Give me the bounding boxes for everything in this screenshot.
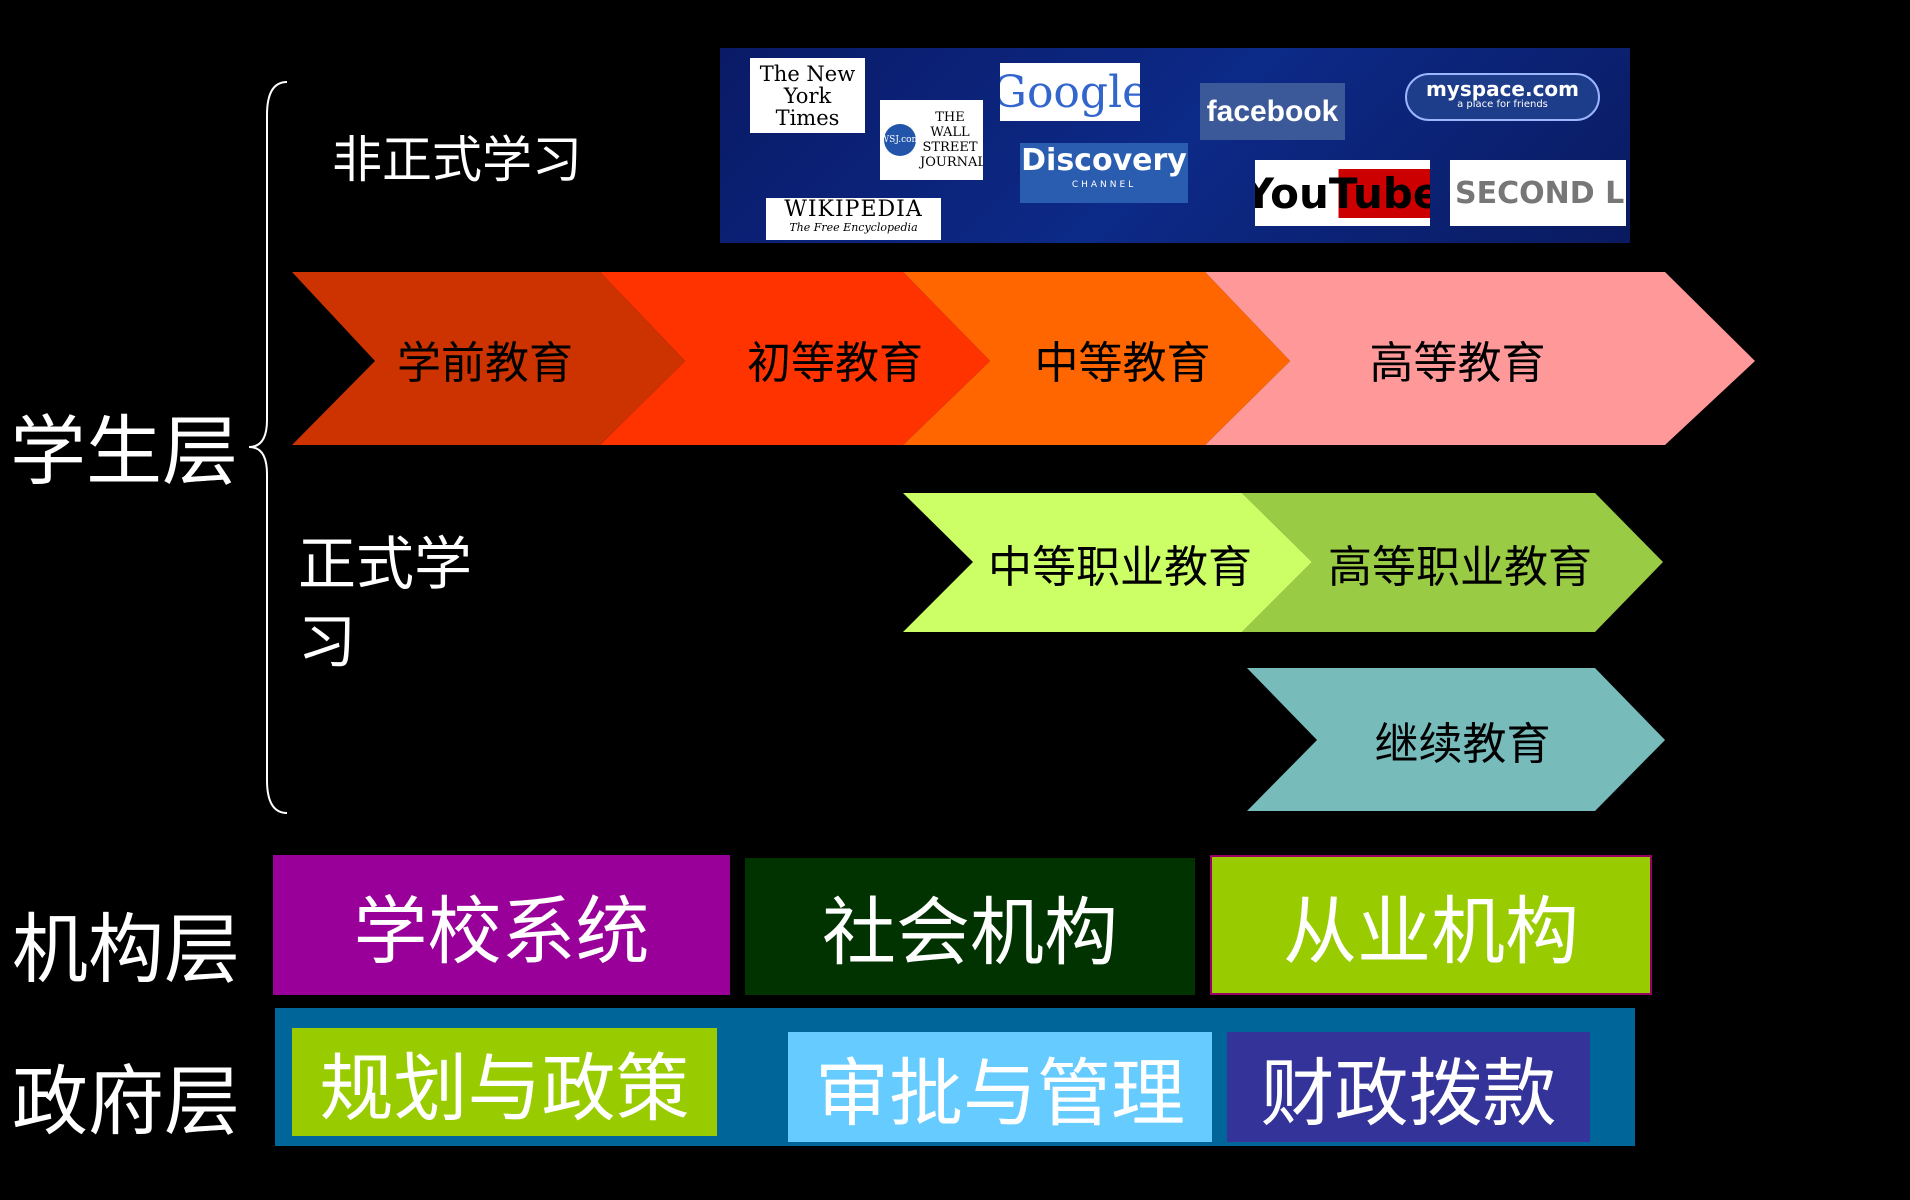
facebook-logo: facebook: [1200, 83, 1345, 140]
social-institutions-box: 社会机构: [745, 858, 1195, 995]
discovery-logo: Discovery CHANNEL: [1020, 143, 1188, 203]
chevron-preschool-education: [292, 272, 685, 445]
chevron-higher-vocational: [1242, 493, 1663, 632]
school-system-box: 学校系统: [273, 855, 730, 995]
chevron-higher-education: [1205, 272, 1755, 445]
wsj-seal-icon: WSJ.com: [880, 124, 920, 156]
government-layer-label: 政府层: [12, 1057, 240, 1146]
continuing-education-label: 继续教育: [1374, 718, 1551, 770]
chevron-secondary-vocational: [903, 493, 1312, 632]
higher-vocational-label: 高等职业教育: [1328, 541, 1592, 593]
informal-learning-label: 非正式学习: [332, 131, 582, 189]
institution-layer-label: 机构层: [12, 905, 240, 994]
myspace-logo: myspace.com a place for friends: [1405, 73, 1600, 121]
google-logo: Google: [1000, 63, 1140, 121]
informal-media-collage: The New York Times WSJ.com THE WALL STRE…: [720, 48, 1630, 243]
secondary-vocational-label: 中等职业教育: [988, 541, 1252, 593]
higher-education-label: 高等教育: [1369, 337, 1546, 389]
primary-education-label: 初等教育: [747, 337, 923, 389]
student-layer-label: 学生层: [10, 407, 238, 496]
professional-institutions-box: 从业机构: [1210, 855, 1652, 995]
formal-learning-label: 正式学习: [298, 530, 473, 676]
student-layer-brace: [248, 81, 288, 814]
planning-policy-box: 规划与政策: [292, 1028, 717, 1136]
wikipedia-logo: WIKIPEDIA The Free Encyclopedia: [766, 198, 941, 240]
secondary-education-label: 中等教育: [1034, 337, 1211, 389]
wsj-logo: WSJ.com THE WALL STREET JOURNAL.: [880, 100, 983, 180]
second-life-logo: ✋ SECOND LIFE: [1450, 160, 1626, 226]
chevron-secondary-education: [903, 272, 1290, 445]
youtube-logo: YouTube: [1255, 160, 1430, 226]
financial-funding-box: 财政拨款: [1227, 1032, 1590, 1142]
chevron-primary-education: [600, 272, 990, 445]
approval-management-box: 审批与管理: [788, 1032, 1212, 1142]
nyt-logo: The New York Times: [750, 58, 865, 133]
chevron-continuing-education: [1247, 668, 1665, 811]
preschool-education-label: 学前教育: [397, 337, 573, 389]
